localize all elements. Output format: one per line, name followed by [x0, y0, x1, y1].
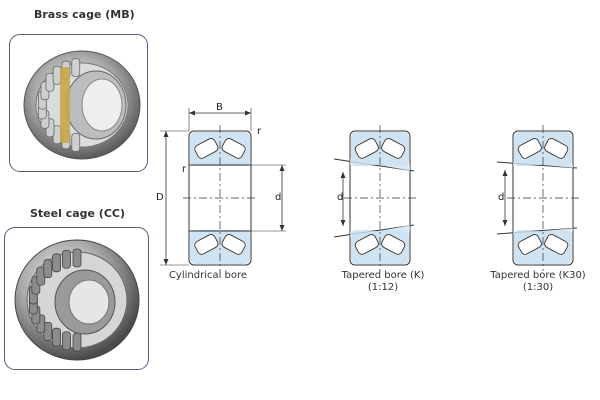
dim-b-arrow-left — [189, 110, 195, 116]
dim-d-bore-arrow-k30-head-bottom — [502, 220, 508, 226]
steel-cage-title: Steel cage (CC) — [30, 207, 126, 220]
brass-cage-title: Brass cage (MB) — [34, 8, 135, 21]
tapered-k-bearing-upper-roller — [381, 138, 406, 159]
tapered-k30-bearing-lower-roller — [544, 234, 569, 255]
cylindrical-bearing-lower-roller-body — [194, 234, 219, 255]
cylindrical-bore-label: Cylindrical bore — [158, 270, 258, 282]
tapered-k-bearing-upper-roller-body — [381, 138, 406, 159]
cylindrical-bearing-upper-roller-body — [194, 138, 219, 159]
dim-d-bore-arrow-k-head-top — [340, 172, 346, 178]
tapered-k-bearing-lower-roller — [354, 234, 379, 255]
steel-photo-roller — [62, 249, 71, 269]
dim-label-b: B — [216, 102, 223, 113]
tapered-bore-k30-label: Tapered bore (K30) (1:30) — [483, 270, 593, 294]
dim-d-bore-arrow-cyl-head-bottom — [279, 225, 285, 231]
dim-d-outer-arrow-head-bottom — [163, 259, 169, 265]
steel-photo-roller — [43, 259, 53, 278]
dim-label-r-outer: r — [257, 126, 262, 137]
tapered-k-bearing-lower-roller-body — [381, 234, 406, 255]
tapered-bore-k-label-line2: (1:12) — [367, 282, 399, 293]
tapered-k30-bearing-upper-roller-body — [544, 138, 569, 159]
dim-label-d-bore-k30: d — [498, 192, 505, 203]
tapered-bore-k30-label-line2: (1:30) — [522, 282, 554, 293]
brass-photo-roller — [71, 58, 81, 77]
tapered-k30-bearing-lower-roller-body — [544, 234, 569, 255]
steel-photo-roller — [52, 253, 61, 273]
tapered-k30-bearing-upper-roller-body — [517, 138, 542, 159]
tapered-bore-k-label: Tapered bore (K) (1:12) — [328, 270, 438, 294]
brass-photo-roller — [71, 133, 81, 152]
steel-photo-roller — [62, 331, 71, 351]
dim-d-bore-arrow-k-head-bottom — [340, 220, 346, 226]
tapered-k30-bearing — [496, 125, 579, 271]
dim-label-d-bore-k: d — [337, 192, 344, 203]
cylindrical-bore-label-line1: Cylindrical bore — [168, 270, 248, 281]
tapered-k-bearing-upper-roller-body — [354, 138, 379, 159]
dim-label-d-outer: D — [156, 192, 164, 203]
tapered-k-bearing-lower-roller-body — [354, 234, 379, 255]
dim-d-outer-arrow-head-top — [163, 131, 169, 137]
dim-d-bore-arrow-k30-head-top — [502, 170, 508, 176]
tapered-k30-bearing-lower-roller-body — [517, 234, 542, 255]
cylindrical-bearing-lower-roller — [194, 234, 219, 255]
cylindrical-bearing-upper-roller-body — [221, 138, 246, 159]
dim-d-bore-arrow-cyl-head-top — [279, 165, 285, 171]
dim-label-r-inner: r — [182, 164, 187, 175]
tapered-k-bearing-taper-fill-bottom — [350, 225, 410, 237]
steel-photo-roller — [52, 327, 61, 347]
tapered-k-bearing-lower-roller — [381, 234, 406, 255]
cylindrical-bearing — [183, 125, 257, 271]
steel-cage-photo — [4, 227, 149, 370]
tapered-k30-bearing-upper-roller — [517, 138, 542, 159]
tapered-k-bearing-upper-roller — [354, 138, 379, 159]
cylindrical-bearing-upper-roller — [221, 138, 246, 159]
steel-photo-roller — [72, 248, 82, 268]
dim-b-arrow-right — [245, 110, 251, 116]
cylindrical-bearing-upper-roller — [194, 138, 219, 159]
brass-cage-photo — [9, 34, 148, 172]
tapered-bore-k-label-line1: Tapered bore (K) — [341, 270, 425, 281]
tapered-bore-k30-label-line1: Tapered bore (K30) — [490, 270, 586, 281]
cylindrical-bearing-lower-roller — [221, 234, 246, 255]
cylindrical-bearing-lower-roller-body — [221, 234, 246, 255]
tapered-k30-bearing-upper-roller — [544, 138, 569, 159]
tapered-k30-bearing-lower-roller — [517, 234, 542, 255]
tapered-k30-bearing-taper-fill-bottom — [513, 228, 573, 234]
dim-label-d-bore-cyl: d — [275, 192, 282, 203]
tapered-k-bearing — [333, 125, 416, 271]
